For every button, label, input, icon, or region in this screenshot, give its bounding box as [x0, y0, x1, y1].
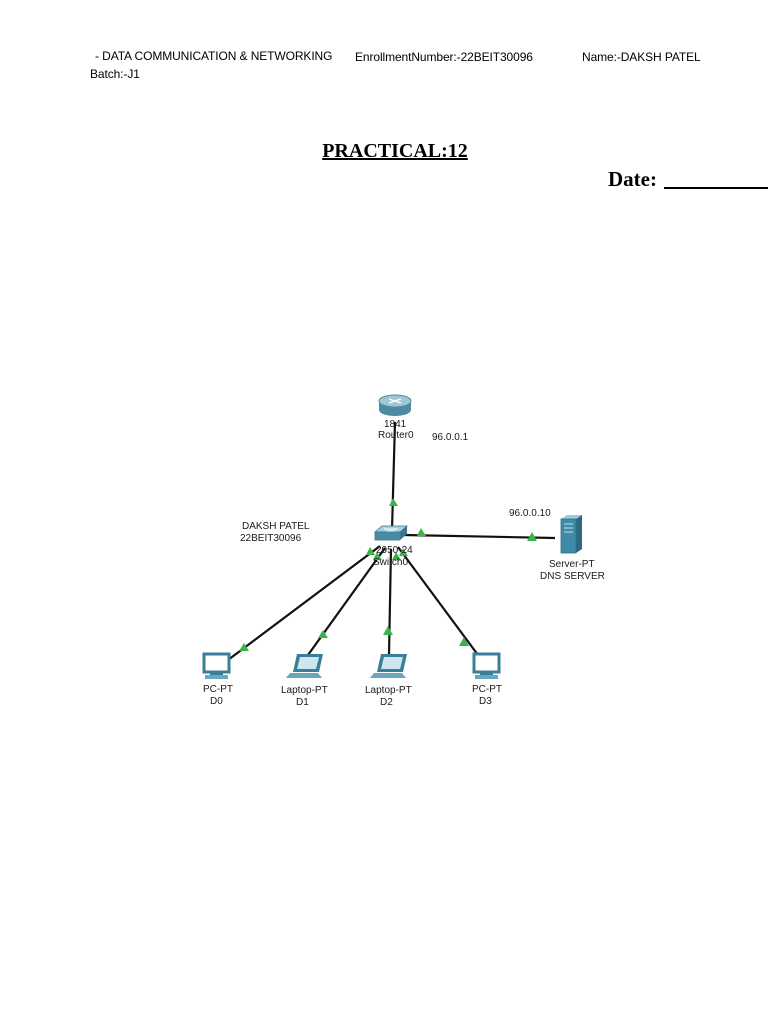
device-name-label: D0 — [210, 696, 223, 707]
link-up-icon — [389, 498, 398, 506]
device-name-label: D1 — [296, 697, 309, 708]
device-name-label: D2 — [380, 697, 393, 708]
student-name-text: Name:-DAKSH PATEL — [582, 50, 701, 64]
link-up-icon — [459, 637, 469, 646]
link-up-icon — [366, 547, 375, 555]
page-title: PRACTICAL:12 — [322, 140, 468, 162]
link-up-icon — [383, 626, 393, 635]
link-up-icon — [318, 630, 328, 638]
note-name-label: DAKSH PATEL — [242, 521, 310, 532]
switch-icon — [373, 525, 409, 541]
enrollment-text: EnrollmentNumber:-22BEIT30096 — [355, 50, 533, 64]
server-ip-label: 96.0.0.10 — [509, 508, 551, 519]
switch-model-label: 2950-24 — [376, 545, 413, 556]
device-model-label: PC-PT — [203, 684, 233, 695]
date-label: Date: — [608, 167, 657, 191]
device-model-label: Laptop-PT — [281, 685, 328, 696]
link-router-switch — [390, 421, 397, 531]
link-up-icon — [239, 643, 249, 651]
device-name-label: D3 — [479, 696, 492, 707]
batch-text: Batch:-J1 — [90, 67, 140, 81]
router-ip-label: 96.0.0.1 — [432, 432, 469, 443]
device-model-label: Laptop-PT — [365, 685, 412, 696]
link-up-icon — [399, 548, 408, 556]
link-status-indicators — [239, 498, 537, 651]
note-id-label: 22BEIT30096 — [240, 533, 302, 544]
link-switch-d3 — [397, 546, 479, 656]
date-blank-line — [664, 187, 768, 189]
laptop-icon — [370, 654, 407, 678]
switch-name-label: Switch0 — [373, 557, 408, 568]
pc-icon — [202, 652, 231, 679]
link-up-icon — [373, 552, 382, 560]
server-model-label: Server-PT — [549, 559, 595, 570]
subject-text: - DATA COMMUNICATION & NETWORKING — [95, 49, 333, 63]
laptop-icon — [286, 654, 323, 678]
router-name-label: Router0 — [378, 430, 414, 441]
router-model-label: 1841 — [384, 419, 407, 430]
link-up-icon — [392, 552, 401, 560]
link-up-icon — [417, 528, 426, 536]
router-icon — [378, 394, 412, 416]
pc-icon — [472, 652, 501, 679]
server-name-label: DNS SERVER — [540, 571, 605, 582]
link-switch-d2 — [387, 548, 393, 656]
link-up-icon — [527, 532, 537, 541]
device-model-label: PC-PT — [472, 684, 502, 695]
link-switch-d0 — [227, 545, 381, 661]
server-icon — [560, 515, 582, 554]
